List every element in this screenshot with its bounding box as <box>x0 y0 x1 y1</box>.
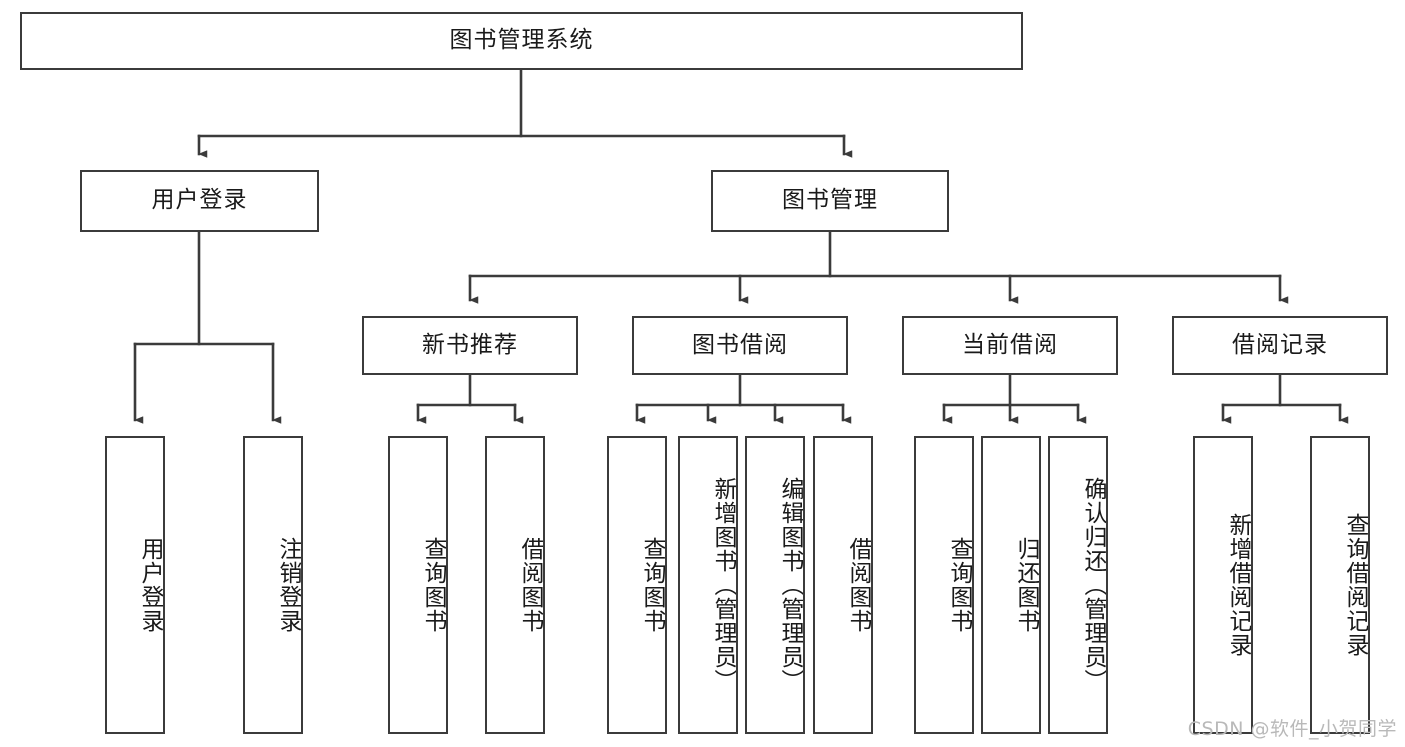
node-new-book-recommend-label: 新书推荐 <box>422 331 518 358</box>
leaf-book-borrow-query[interactable]: 查询图书 <box>607 436 667 734</box>
leaf-label: 查询图书 <box>420 537 446 633</box>
leaf-current-borrow-query[interactable]: 查询图书 <box>914 436 974 734</box>
node-new-book-recommend[interactable]: 新书推荐 <box>362 316 578 375</box>
leaf-label: 查询图书 <box>946 537 972 633</box>
leaf-label: 确认归还（管理员） <box>1080 477 1106 693</box>
leaf-label: 归还图书 <box>1013 537 1039 633</box>
node-current-borrow-label: 当前借阅 <box>962 331 1058 358</box>
leaf-current-borrow-confirm[interactable]: 确认归还（管理员） <box>1048 436 1108 734</box>
leaf-book-borrow-add[interactable]: 新增图书（管理员） <box>678 436 738 734</box>
leaf-label: 新增借阅记录 <box>1225 513 1251 657</box>
node-user-login-label: 用户登录 <box>151 187 248 214</box>
leaf-label: 新增图书（管理员） <box>710 477 736 693</box>
leaf-current-borrow-return[interactable]: 归还图书 <box>981 436 1041 734</box>
leaf-label: 借阅图书 <box>517 537 543 633</box>
node-book-management[interactable]: 图书管理 <box>711 170 949 232</box>
leaf-new-book-borrow[interactable]: 借阅图书 <box>485 436 545 734</box>
node-book-borrow-label: 图书借阅 <box>692 331 788 358</box>
leaf-new-book-query[interactable]: 查询图书 <box>388 436 448 734</box>
leaf-borrow-record-query[interactable]: 查询借阅记录 <box>1310 436 1370 734</box>
node-borrow-record-label: 借阅记录 <box>1232 331 1328 358</box>
leaf-user-login-login[interactable]: 用户登录 <box>105 436 165 734</box>
node-book-borrow[interactable]: 图书借阅 <box>632 316 848 375</box>
leaf-label: 用户登录 <box>137 537 163 633</box>
leaf-label: 查询借阅记录 <box>1342 513 1368 657</box>
node-root[interactable]: 图书管理系统 <box>20 12 1023 70</box>
leaf-label: 查询图书 <box>639 537 665 633</box>
leaf-label: 注销登录 <box>275 537 301 633</box>
node-user-login[interactable]: 用户登录 <box>80 170 319 232</box>
leaf-label: 编辑图书（管理员） <box>777 477 803 693</box>
leaf-user-login-logout[interactable]: 注销登录 <box>243 436 303 734</box>
watermark-text: CSDN @软件_小贺同学 <box>1187 718 1397 740</box>
node-current-borrow[interactable]: 当前借阅 <box>902 316 1118 375</box>
leaf-label: 借阅图书 <box>845 537 871 633</box>
leaf-book-borrow-edit[interactable]: 编辑图书（管理员） <box>745 436 805 734</box>
node-book-management-label: 图书管理 <box>782 187 878 214</box>
node-borrow-record[interactable]: 借阅记录 <box>1172 316 1388 375</box>
leaf-borrow-record-add[interactable]: 新增借阅记录 <box>1193 436 1253 734</box>
leaf-book-borrow-borrow[interactable]: 借阅图书 <box>813 436 873 734</box>
node-root-label: 图书管理系统 <box>449 27 594 54</box>
